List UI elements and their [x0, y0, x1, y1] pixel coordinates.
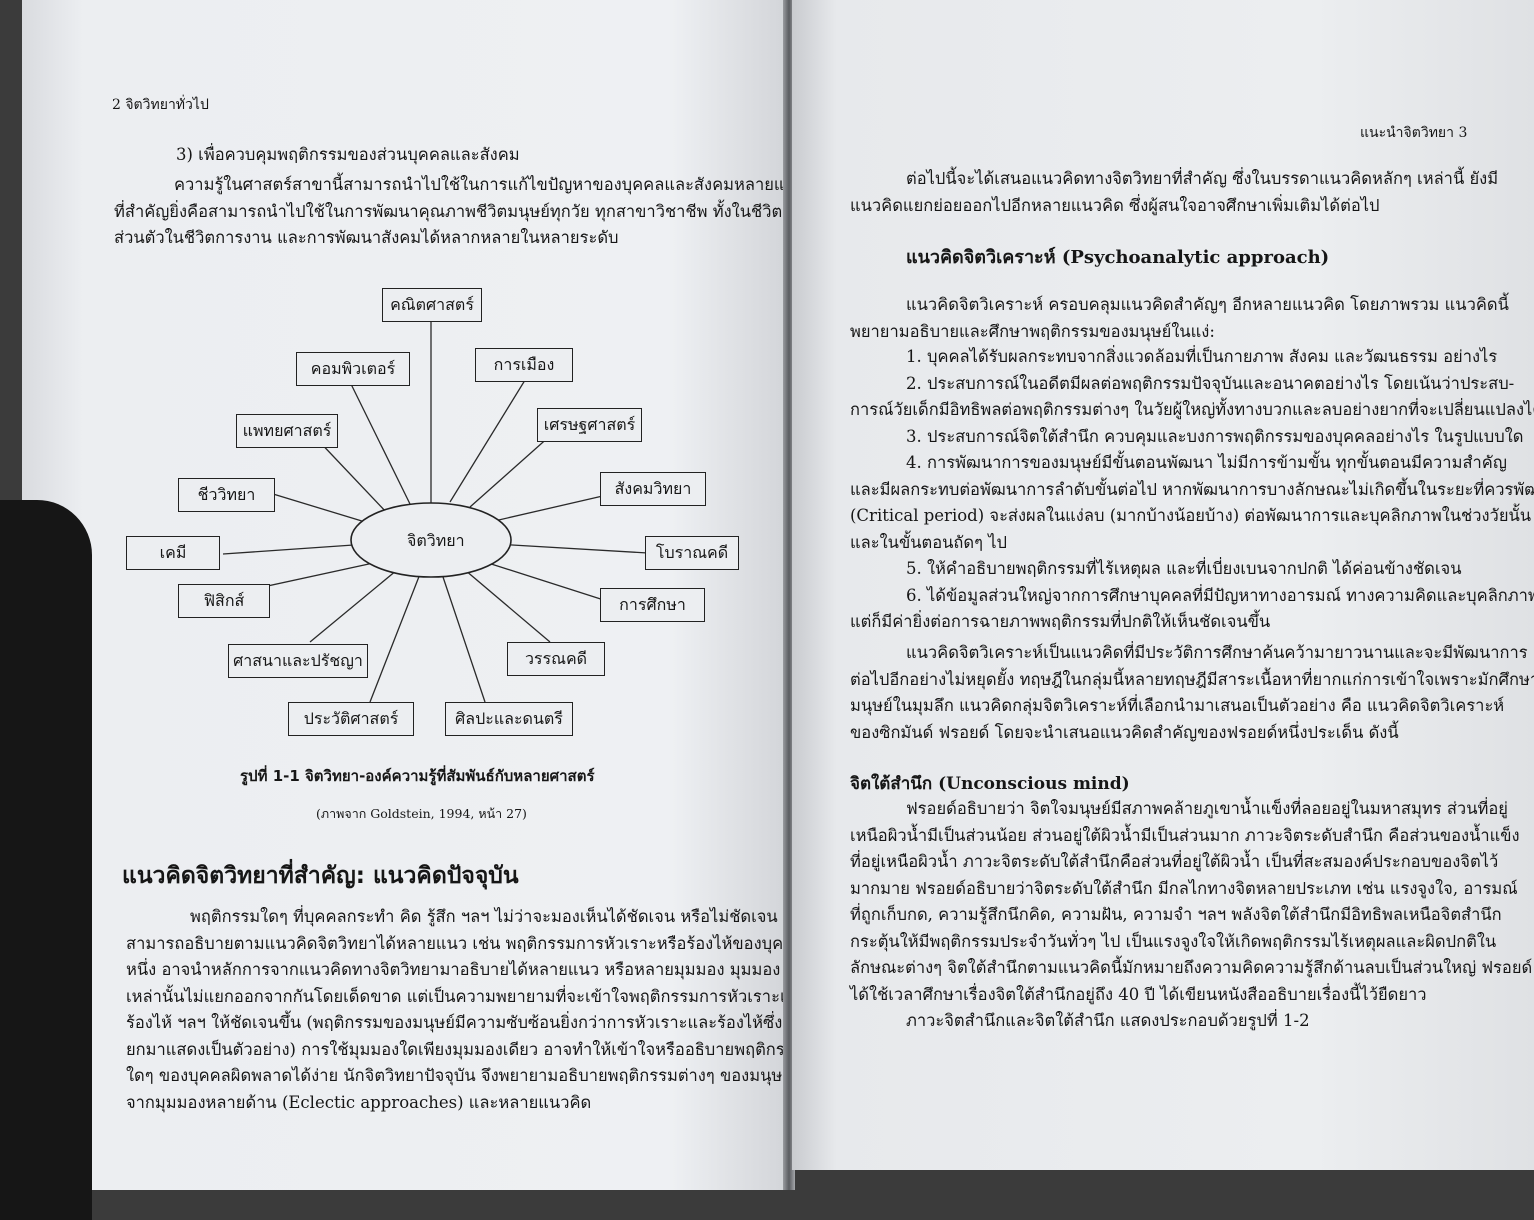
- section-paragraph: พฤติกรรมใดๆ ที่บุคคลกระทำ คิด รู้สึก ฯลฯ…: [126, 904, 786, 1116]
- para-line: ของซิกมันด์ ฟรอยด์ โดยจะนำเสนอแนวคิดสำคั…: [850, 722, 1399, 742]
- intro-line: แนวคิดแยกย่อยออกไปอีกหลายแนวคิด ซึ่งผู้ส…: [850, 195, 1380, 215]
- para-line: กระตุ้นให้มีพฤติกรรมประจำวันทั่วๆ ไป เป็…: [850, 931, 1497, 951]
- spoke-line: [489, 491, 621, 523]
- section-line: พฤติกรรมใดๆ ที่บุคคลกระทำ คิด รู้สึก ฯลฯ…: [190, 907, 778, 926]
- objective-3: 3) เพื่อควบคุมพฤติกรรมของส่วนบุคคลและสัง…: [176, 145, 520, 164]
- node-religion-philosophy: ศาสนาและปรัชญา: [228, 644, 368, 678]
- node-literature: วรรณคดี: [507, 642, 605, 676]
- spoke-line: [464, 569, 551, 643]
- node-physics: ฟิสิกส์: [178, 584, 270, 618]
- intro-paragraph-left: ความรู้ในศาสตร์สาขานี้สามารถนำไปใช้ในการ…: [114, 172, 786, 252]
- intro-line: ที่สำคัญยิ่งคือสามารถนำไปใช้ในการพัฒนาคุ…: [114, 201, 783, 221]
- node-politics: การเมือง: [475, 348, 573, 382]
- node-biology: ชีววิทยา: [178, 478, 275, 512]
- para-line: มากมาย ฟรอยด์อธิบายว่าจิตระดับใต้สำนึก ม…: [850, 878, 1518, 898]
- psychoanalytic-list: 1. บุคคลได้รับผลกระทบจากสิ่งแวดล้อมที่เป…: [850, 344, 1534, 636]
- para-line: แนวคิดจิตวิเคราะห์ ครอบคลุมแนวคิดสำคัญๆ …: [906, 295, 1509, 314]
- para-line: ที่อยู่เหนือผิวน้ำ ภาวะจิตระดับใต้สำนึกค…: [850, 852, 1499, 871]
- spoke-line: [494, 543, 666, 555]
- right-page: แนะนำจิตวิทยา 3 ต่อไปนี้จะได้เสนอแนวคิดท…: [792, 0, 1534, 1170]
- list-item: (Critical period) จะส่งผลในแง่ลบ (มากบ้า…: [850, 506, 1532, 525]
- para-line: พยายามอธิบายและศึกษาพฤติกรรมของมนุษย์ในแ…: [850, 321, 1215, 341]
- spoke-line: [222, 543, 369, 555]
- para-line: ลักษณะต่างๆ จิตใต้สำนึกตามแนวคิดนี้มักหม…: [850, 958, 1533, 977]
- psychoanalytic-intro: แนวคิดจิตวิเคราะห์ ครอบคลุมแนวคิดสำคัญๆ …: [850, 292, 1509, 345]
- thumb-occlusion: [0, 500, 92, 1220]
- spoke-line: [314, 436, 389, 515]
- spoke-line: [369, 573, 421, 703]
- intro-paragraph-right: ต่อไปนี้จะได้เสนอแนวคิดทางจิตวิทยาที่สำค…: [850, 166, 1499, 219]
- list-item: 2. ประสบการณ์ในอดีตมีผลต่อพฤติกรรมปัจจุบ…: [906, 373, 1515, 393]
- intro-line: ความรู้ในศาสตร์สาขานี้สามารถนำไปใช้ในการ…: [174, 175, 786, 194]
- spoke-line: [309, 569, 398, 643]
- center-node-label: จิตวิทยา: [407, 531, 465, 550]
- list-item: แต่ก็มีค่ายิ่งต่อการฉายภาพพฤติกรรมที่ปกต…: [850, 612, 1271, 631]
- intro-line: ส่วนตัวในชีวิตการงาน และการพัฒนาสังคมได้…: [114, 228, 619, 247]
- section-line: หนึ่ง อาจนำหลักการจากแนวคิดทางจิตวิทยามา…: [126, 960, 781, 979]
- para-line: ฟรอยด์อธิบายว่า จิตใจมนุษย์มีสภาพคล้ายภู…: [906, 799, 1508, 818]
- unconscious-paragraph: ฟรอยด์อธิบายว่า จิตใจมนุษย์มีสภาพคล้ายภู…: [850, 796, 1533, 1035]
- spoke-line: [449, 371, 531, 503]
- section-heading: แนวคิดจิตวิทยาที่สำคัญ: แนวคิดปัจจุบัน: [122, 863, 519, 889]
- para-line: ต่อไปอีกอย่างไม่หยุดยั้ง ทฤษฎีในกลุ่มนี้…: [850, 669, 1534, 689]
- section-line: เหล่านั้นไม่แยกออกจากกันโดยเด็ดขาด แต่เป…: [126, 986, 786, 1006]
- para-line: แนวคิดจิตวิเคราะห์เป็นแนวคิดที่มีประวัติ…: [906, 643, 1528, 662]
- section-line: ร้องไห้ ฯลฯ ให้ชัดเจนขึ้น (พฤติกรรมของมน…: [126, 1013, 783, 1032]
- node-mathematics: คณิตศาสตร์: [382, 288, 482, 322]
- running-head-right: แนะนำจิตวิทยา 3: [1360, 125, 1468, 141]
- figure-caption: รูปที่ 1-1 จิตวิทยา-องค์ความรู้ที่สัมพัน…: [240, 767, 595, 785]
- center-ellipse: [350, 502, 512, 578]
- list-item: 4. การพัฒนาการของมนุษย์มีขั้นตอนพัฒนา ไม…: [906, 453, 1507, 472]
- node-medicine: แพทยศาสตร์: [236, 414, 338, 448]
- node-economics: เศรษฐศาสตร์: [537, 408, 642, 442]
- list-item: และมีผลกระทบต่อพัฒนาการลำดับขั้นต่อไป หา…: [850, 479, 1534, 499]
- list-item: การณ์วัยเด็กมีอิทธิพลต่อพฤติกรรมต่างๆ ใน…: [850, 400, 1534, 419]
- node-history: ประวัติศาสตร์: [288, 702, 414, 736]
- para-line: มนุษย์ในมุมลึก แนวคิดกลุ่มจิตวิเคราะห์ที…: [850, 696, 1505, 715]
- para-line: ภาวะจิตสำนึกและจิตใต้สำนึก แสดงประกอบด้ว…: [906, 1011, 1310, 1030]
- diagram-spokes: [222, 304, 666, 703]
- node-education: การศึกษา: [600, 588, 705, 622]
- node-arts-music: ศิลปะและดนตรี: [445, 702, 573, 736]
- list-item: 6. ได้ข้อมูลส่วนใหญ่จากการศึกษาบุคคลที่ม…: [906, 585, 1534, 605]
- section-line: ยกมาแสดงเป็นตัวอย่าง) การใช้มุมมองใดเพีย…: [126, 1039, 786, 1059]
- para-line: ที่ถูกเก็บกด, ความรู้สึกนึกคิด, ความฝัน,…: [850, 905, 1502, 924]
- list-item: และในขั้นตอนถัดๆ ไป: [850, 532, 1007, 552]
- node-sociology: สังคมวิทยา: [600, 472, 706, 506]
- unconscious-heading: จิตใต้สำนึก (Unconscious mind): [850, 774, 1130, 794]
- list-item: 3. ประสบการณ์จิตใต้สำนึก ควบคุมและบงการพ…: [906, 426, 1524, 446]
- spoke-line: [484, 561, 611, 603]
- section-line: จากมุมมองหลายด้าน (Eclectic approaches) …: [126, 1092, 592, 1112]
- node-chemistry: เคมี: [126, 536, 220, 570]
- figure-credit: (ภาพจาก Goldstein, 1994, หน้า 27): [316, 806, 527, 821]
- node-computer: คอมพิวเตอร์: [296, 352, 410, 386]
- running-head-left: 2 จิตวิทยาทั่วไป: [112, 97, 209, 113]
- psychoanalytic-history: แนวคิดจิตวิเคราะห์เป็นแนวคิดที่มีประวัติ…: [850, 640, 1534, 746]
- section-line: สามารถอธิบายตามแนวคิดจิตวิทยาได้หลายแนว …: [126, 933, 786, 953]
- intro-line: ต่อไปนี้จะได้เสนอแนวคิดทางจิตวิทยาที่สำค…: [906, 169, 1499, 188]
- list-item: 5. ให้คำอธิบายพฤติกรรมที่ไร้เหตุผล และที…: [906, 559, 1462, 578]
- list-item: 1. บุคคลได้รับผลกระทบจากสิ่งแวดล้อมที่เป…: [906, 347, 1498, 366]
- left-page: 2 จิตวิทยาทั่วไป 3) เพื่อควบคุมพฤติกรรมข…: [22, 0, 786, 1190]
- spoke-line: [349, 381, 411, 505]
- psychoanalytic-heading: แนวคิดจิตวิเคราะห์ (Psychoanalytic appro…: [906, 247, 1330, 268]
- spoke-line: [441, 573, 486, 703]
- section-line: ใดๆ ของบุคคลผิดพลาดได้ง่าย นักจิตวิทยาปั…: [126, 1066, 786, 1085]
- para-line: ได้ใช้เวลาศึกษาเรื่องจิตใต้สำนึกอยู่ถึง …: [850, 984, 1427, 1004]
- node-archaeology: โบราณคดี: [645, 536, 739, 570]
- psychology-disciplines-diagram: จิตวิทยา คณิตศาสตร์ การเมือง เศรษฐศาสตร์…: [120, 282, 762, 744]
- para-line: เหนือผิวน้ำมีเป็นส่วนน้อย ส่วนอยู่ใต้ผิว…: [850, 825, 1520, 845]
